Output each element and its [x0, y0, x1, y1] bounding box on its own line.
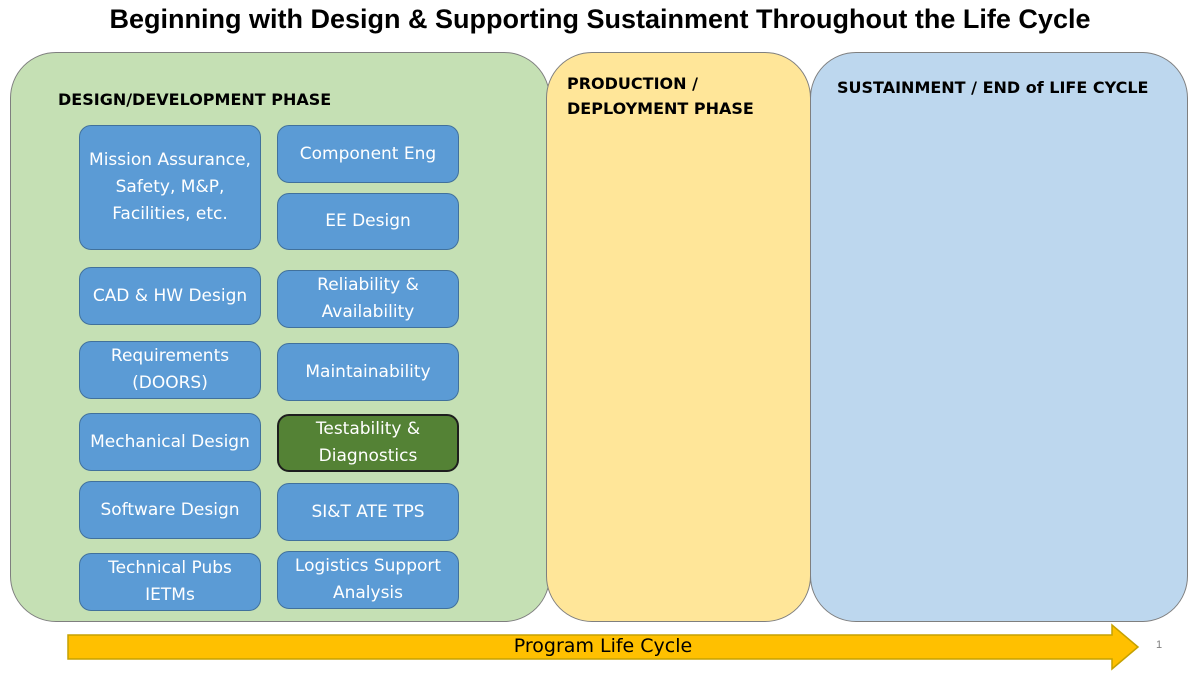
sit-ate-tps-box[interactable]: SI&T ATE TPS — [277, 483, 459, 541]
software-design-box[interactable]: Software Design — [79, 481, 261, 539]
program-life-cycle-arrow: Program Life Cycle — [66, 623, 1140, 671]
logistics-support-box[interactable]: Logistics Support Analysis — [277, 551, 459, 609]
technical-pubs-box[interactable]: Technical Pubs IETMs — [79, 553, 261, 611]
page-title: Beginning with Design & Supporting Susta… — [109, 4, 1091, 34]
component-eng-box[interactable]: Component Eng — [277, 125, 459, 183]
testability-diagnostics-box[interactable]: Testability & Diagnostics — [277, 414, 459, 472]
ee-design-box[interactable]: EE Design — [277, 193, 459, 250]
reliability-availability-box[interactable]: Reliability & Availability — [277, 270, 459, 328]
cad-hw-design-box[interactable]: CAD & HW Design — [79, 267, 261, 325]
design-development-phase-panel: DESIGN/DEVELOPMENT PHASE Mission Assuran… — [10, 52, 550, 622]
design-phase-label: DESIGN/DEVELOPMENT PHASE — [58, 90, 332, 109]
mechanical-design-box[interactable]: Mechanical Design — [79, 413, 261, 471]
requirements-doors-box[interactable]: Requirements (DOORS) — [79, 341, 261, 399]
mission-assurance-box[interactable]: Mission Assurance, Safety, M&P, Faciliti… — [79, 125, 261, 250]
production-deployment-phase-panel: PRODUCTION / DEPLOYMENT PHASE — [546, 52, 811, 622]
maintainability-box[interactable]: Maintainability — [277, 343, 459, 401]
arrow-shape-icon — [67, 623, 1140, 671]
production-phase-label: PRODUCTION / DEPLOYMENT PHASE — [567, 74, 754, 118]
page-number: 1 — [1156, 639, 1163, 651]
arrow-label: Program Life Cycle — [513, 635, 693, 657]
sustainment-phase-panel: SUSTAINMENT / END of LIFE CYCLE — [810, 52, 1188, 622]
sustainment-phase-label: SUSTAINMENT / END of LIFE CYCLE — [837, 78, 1149, 97]
